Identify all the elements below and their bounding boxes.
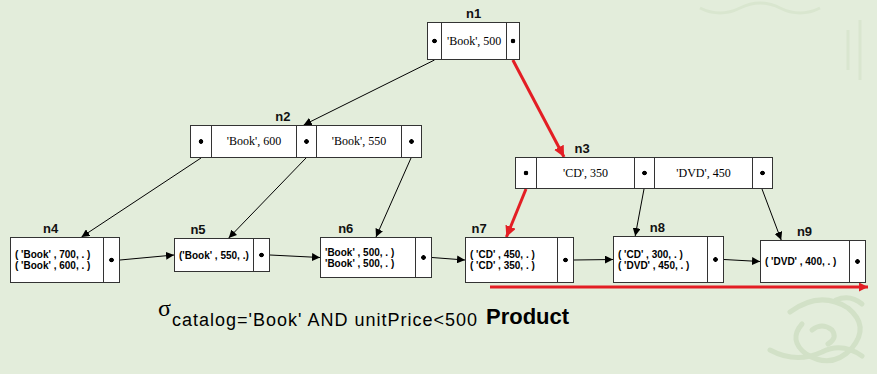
record-column: ( 'DVD' , 400, . ) xyxy=(761,241,849,282)
btree-node: n4( 'Book' , 700, . )( 'Book' , 600, . ) xyxy=(10,221,120,283)
node-label: n9 xyxy=(797,224,812,240)
sibling-pointer xyxy=(270,255,320,258)
record-column: ( 'CD' , 450, . )( 'CD' , 350, . ) xyxy=(466,238,557,282)
child-pointer xyxy=(506,189,526,237)
node-box: 'Book' , 500, . )'Book' , 500, . ) xyxy=(320,237,432,278)
leaf-record: ( 'CD' , 450, . ) xyxy=(470,249,553,260)
key-entry: 'Book', 550 xyxy=(316,126,401,157)
pointer-cell xyxy=(191,126,211,157)
node-box: ( 'CD' , 300, . )( 'DVD' , 450, . ) xyxy=(613,236,724,283)
pointer-cell xyxy=(516,158,536,188)
leaf-record: ( 'CD' , 350, . ) xyxy=(470,260,553,271)
scan-path xyxy=(490,286,868,289)
key-entry: 'Book', 600 xyxy=(211,126,296,157)
node-label: n5 xyxy=(190,222,205,238)
node-box: ( 'CD' , 450, . )( 'CD' , 350, . ) xyxy=(465,237,574,283)
pointer-cell xyxy=(506,23,519,59)
pointer-cell xyxy=(428,23,441,59)
node-label: n3 xyxy=(574,141,589,157)
node-box: ( 'Book' , 700, . )( 'Book' , 600, . ) xyxy=(10,237,120,283)
pointer-cell xyxy=(849,241,865,282)
btree-node: n5 ('Book' , 550, .) xyxy=(174,222,270,272)
btree-node: n1'Book', 500 xyxy=(427,6,520,60)
record-column: ('Book' , 550, .) xyxy=(175,239,253,271)
record-column: ( 'Book' , 700, . )( 'Book' , 600, . ) xyxy=(11,238,103,282)
btree-node: n2'Book', 600 'Book', 550 xyxy=(190,109,422,158)
sibling-pointer xyxy=(724,260,760,262)
key-entry: 'Book', 500 xyxy=(441,23,506,59)
btree-node: n9 ( 'DVD' , 400, . ) xyxy=(760,224,866,283)
child-pointer xyxy=(635,189,644,236)
node-label: n8 xyxy=(650,220,665,236)
leaf-record: ( 'DVD' , 400, . ) xyxy=(765,256,845,267)
node-label: n1 xyxy=(466,6,481,22)
pointer-cell xyxy=(752,158,772,188)
pointer-cell xyxy=(253,239,269,271)
key-entry: 'DVD', 450 xyxy=(654,158,752,188)
node-label: n7 xyxy=(472,221,487,237)
leaf-record: ( 'Book' , 600, . ) xyxy=(15,260,99,271)
node-label: n2 xyxy=(275,109,290,125)
dragon-pattern xyxy=(770,298,862,361)
child-pointer xyxy=(82,158,202,237)
node-label: n6 xyxy=(338,221,353,237)
leaf-record: 'Book' , 500, . ) xyxy=(325,258,411,269)
leaf-record: ( 'CD' , 300, . ) xyxy=(618,249,703,260)
selection-operator: σ xyxy=(158,294,171,322)
record-column: 'Book' , 500, . )'Book' , 500, . ) xyxy=(321,238,415,277)
child-pointer xyxy=(376,158,411,237)
leaf-record: ('Book' , 550, .) xyxy=(179,250,249,261)
pointer-cell xyxy=(557,238,573,282)
selection-condition: catalog='Book' AND unitPrice<500 xyxy=(172,310,478,330)
pointer-cell xyxy=(415,238,431,277)
pointer-cell xyxy=(634,158,654,188)
node-box: 'Book', 500 xyxy=(427,22,520,60)
child-pointer xyxy=(762,189,781,240)
child-pointer xyxy=(304,60,435,125)
btree-node: n3'CD', 350 'DVD', 450 xyxy=(515,141,773,189)
leaf-record: ( 'Book' , 700, . ) xyxy=(15,249,99,260)
node-label: n4 xyxy=(43,221,58,237)
top-pattern xyxy=(700,3,860,80)
sibling-pointer xyxy=(432,258,465,261)
btree-node: n6'Book' , 500, . )'Book' , 500, . ) xyxy=(320,221,432,278)
node-box: ('Book' , 550, .) xyxy=(174,238,270,272)
node-box: 'Book', 600 'Book', 550 xyxy=(190,125,422,158)
sibling-pointer xyxy=(120,255,174,260)
leaf-record: 'Book' , 500, . ) xyxy=(325,247,411,258)
btree-node: n7( 'CD' , 450, . )( 'CD' , 350, . ) xyxy=(465,221,574,283)
record-column: ( 'CD' , 300, . )( 'DVD' , 450, . ) xyxy=(614,237,707,282)
key-entry: 'CD', 350 xyxy=(536,158,634,188)
child-pointer xyxy=(229,158,306,238)
relation-name: Product xyxy=(486,304,569,330)
pointer-cell xyxy=(103,238,119,282)
node-box: 'CD', 350 'DVD', 450 xyxy=(515,157,773,189)
pointer-cell xyxy=(707,237,723,282)
btree-node: n8( 'CD' , 300, . )( 'DVD' , 450, . ) xyxy=(613,220,724,283)
pointer-cell xyxy=(401,126,421,157)
child-pointer xyxy=(513,60,564,157)
sibling-pointer xyxy=(574,259,613,261)
pointer-cell xyxy=(296,126,316,157)
selection-expression: σcatalog='Book' AND unitPrice<500Product xyxy=(158,294,569,322)
node-box: ( 'DVD' , 400, . ) xyxy=(760,240,866,283)
leaf-record: ( 'DVD' , 450, . ) xyxy=(618,260,703,271)
